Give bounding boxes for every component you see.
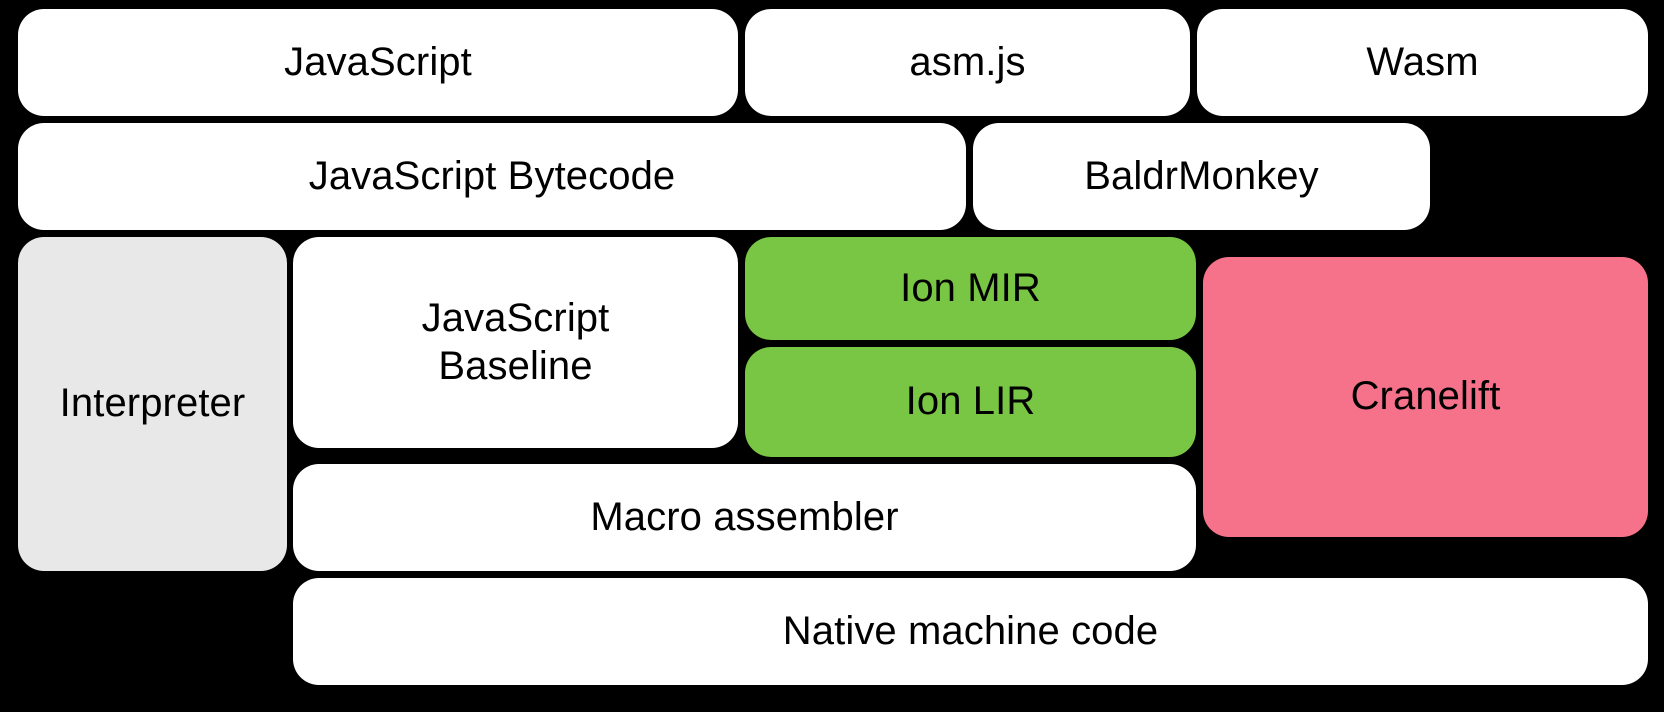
node-cranelift[interactable]: Cranelift <box>1203 257 1648 537</box>
node-label-javascript-baseline: JavaScript Baseline <box>421 296 610 388</box>
node-label-wasm: Wasm <box>1366 39 1479 84</box>
node-ion-lir[interactable]: Ion LIR <box>745 347 1196 457</box>
node-wasm[interactable]: Wasm <box>1197 9 1648 116</box>
node-label-javascript-bytecode: JavaScript Bytecode <box>308 153 676 198</box>
node-javascript-bytecode[interactable]: JavaScript Bytecode <box>18 123 966 230</box>
node-label-javascript: JavaScript <box>284 39 472 84</box>
node-ion-mir[interactable]: Ion MIR <box>745 237 1196 340</box>
node-label-baldrmonkey: BaldrMonkey <box>1084 153 1319 198</box>
node-label-cranelift: Cranelift <box>1350 374 1501 419</box>
node-javascript-baseline[interactable]: JavaScript Baseline <box>293 237 738 448</box>
node-macro-assembler[interactable]: Macro assembler <box>293 464 1196 571</box>
node-asmjs[interactable]: asm.js <box>745 9 1190 116</box>
node-label-asmjs: asm.js <box>909 39 1026 84</box>
node-native-machine-code[interactable]: Native machine code <box>293 578 1648 685</box>
node-label-ion-lir: Ion LIR <box>905 379 1036 424</box>
node-label-ion-mir: Ion MIR <box>900 265 1041 310</box>
node-interpreter[interactable]: Interpreter <box>18 237 287 571</box>
node-javascript[interactable]: JavaScript <box>18 9 738 116</box>
node-label-macro-assembler: Macro assembler <box>590 494 899 539</box>
node-baldrmonkey[interactable]: BaldrMonkey <box>973 123 1430 230</box>
node-label-native-machine-code: Native machine code <box>782 608 1159 653</box>
node-label-interpreter: Interpreter <box>59 381 246 426</box>
